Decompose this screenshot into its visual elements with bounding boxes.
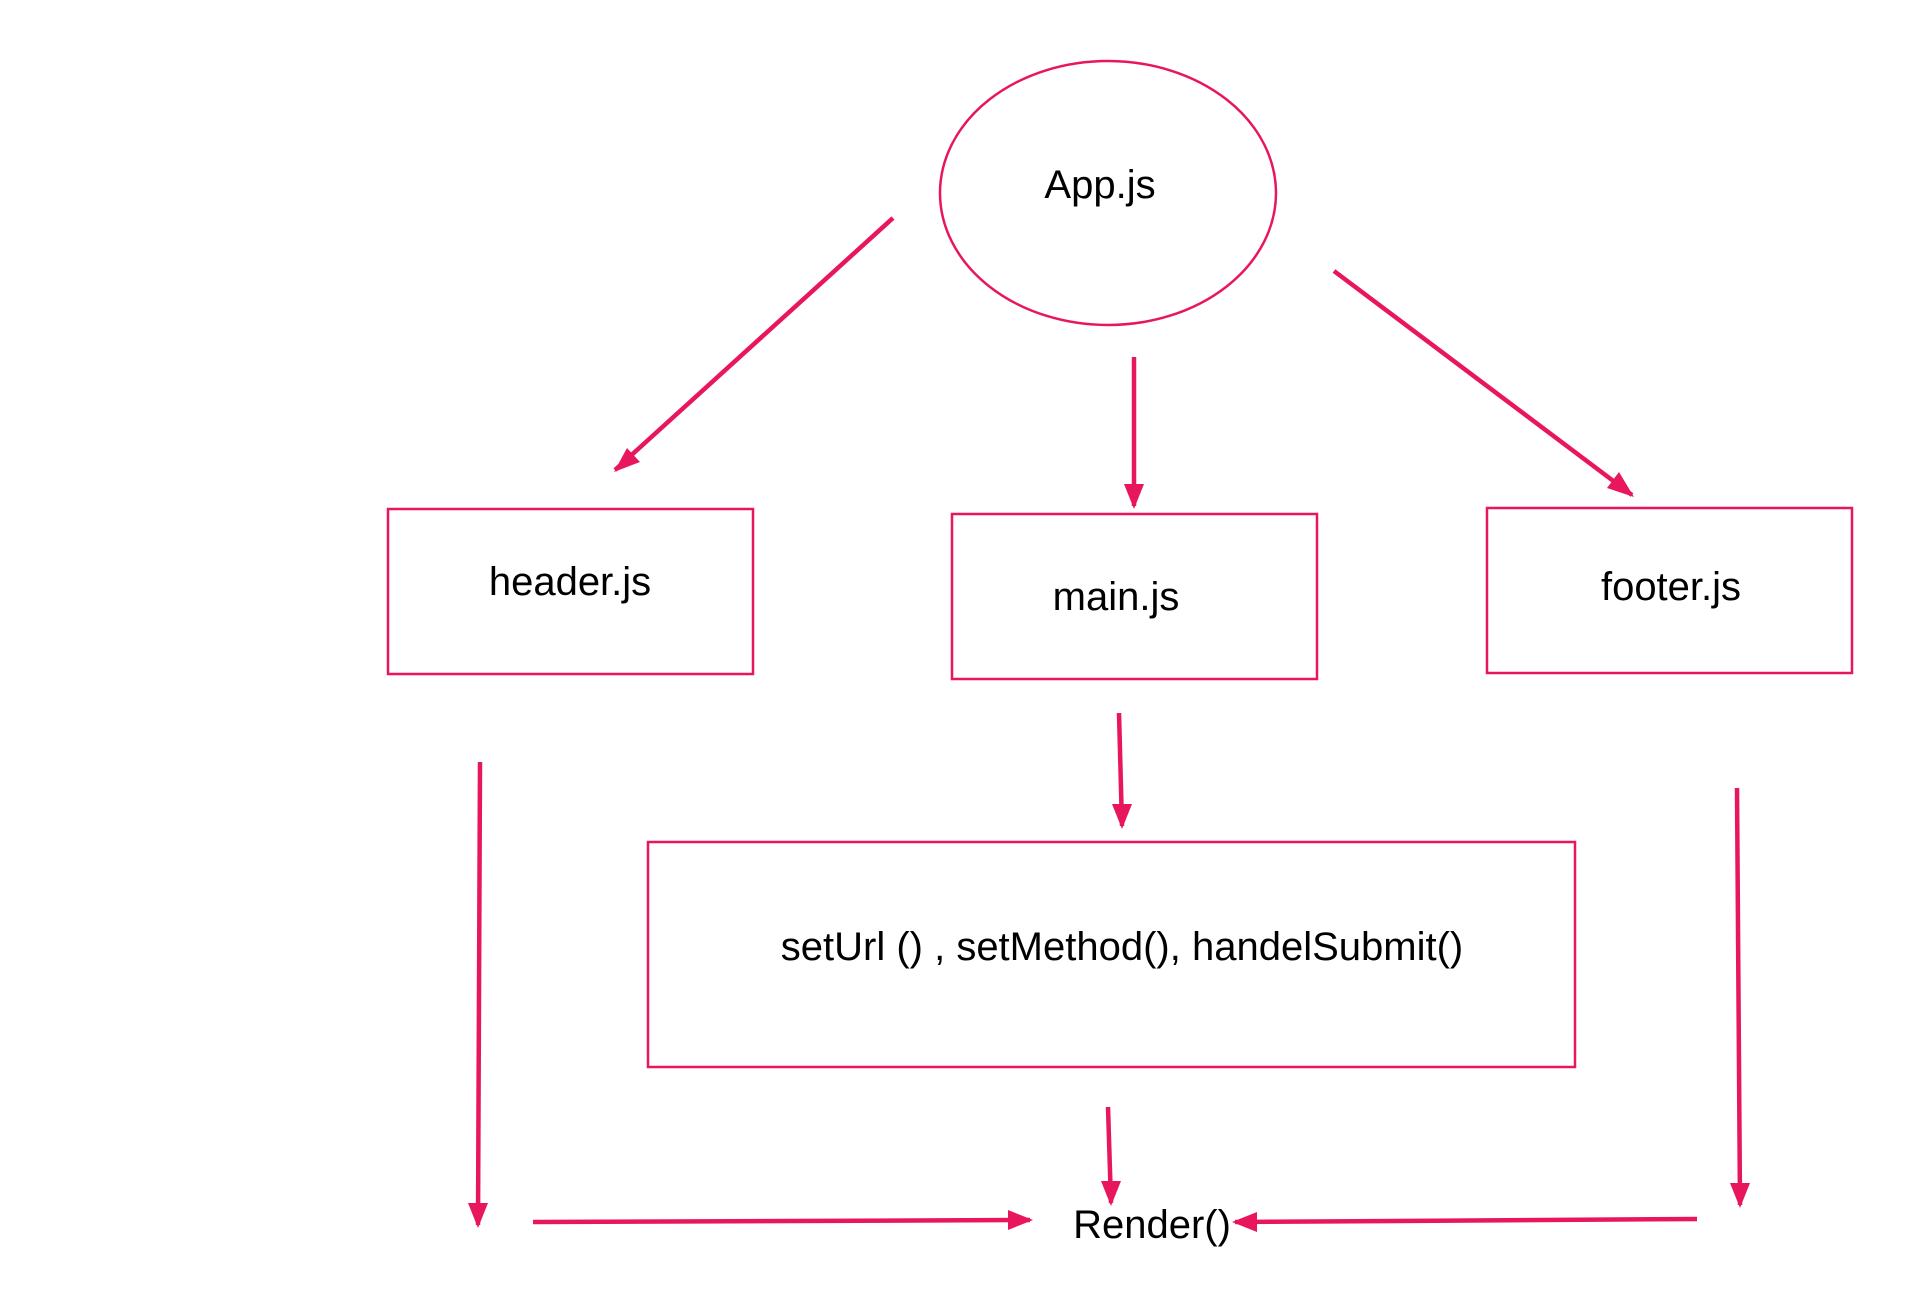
header-box	[386, 507, 755, 676]
header-label: header.js	[489, 560, 651, 604]
arrow-footer-down	[1734, 787, 1743, 1206]
node-app: App.js	[938, 59, 1278, 327]
arrowhead-footer	[1607, 472, 1634, 497]
footer-label: footer.js	[1601, 565, 1741, 609]
arrowhead-render-left	[1008, 1210, 1033, 1230]
node-footer: footer.js	[1485, 506, 1854, 675]
functions-box	[646, 840, 1577, 1069]
node-header: header.js	[386, 507, 755, 676]
arrow-app-to-header	[613, 216, 895, 472]
arrowheads	[468, 448, 1750, 1232]
node-render: Render()	[1073, 1203, 1231, 1247]
main-box	[950, 512, 1319, 681]
arrowhead-main	[1124, 484, 1144, 509]
app-label: App.js	[1044, 163, 1155, 207]
footer-box	[1485, 506, 1854, 675]
main-label: main.js	[1053, 575, 1180, 619]
arrow-header-down	[475, 761, 483, 1226]
arrow-app-to-footer	[1332, 269, 1634, 497]
arrow-header-to-render	[532, 1217, 1031, 1225]
arrowhead-render-right	[1232, 1212, 1257, 1232]
arrowhead-functions	[1112, 804, 1132, 829]
arrowhead-render-top	[1101, 1181, 1121, 1206]
arrow-footer-to-render	[1234, 1216, 1698, 1225]
app-ellipse	[938, 59, 1278, 327]
arrowhead-header-down	[468, 1203, 488, 1228]
functions-label: setUrl () , setMethod(), handelSubmit()	[781, 925, 1463, 969]
node-functions: setUrl () , setMethod(), handelSubmit()	[646, 840, 1577, 1069]
arrowhead-footer-down	[1730, 1183, 1750, 1208]
node-main: main.js	[950, 512, 1319, 681]
render-label: Render()	[1073, 1203, 1231, 1247]
edges	[475, 216, 1743, 1226]
arrowhead-header	[614, 448, 640, 472]
